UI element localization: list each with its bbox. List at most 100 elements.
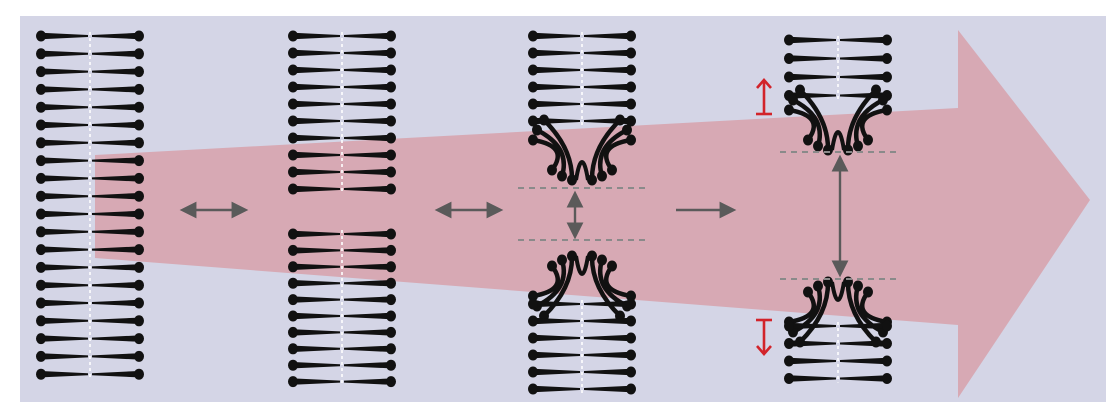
lipid-head-right: [134, 315, 144, 327]
stage-1-lipid-pair: [36, 368, 144, 380]
lipid-head-left: [528, 332, 538, 344]
lipid-tail-right: [92, 86, 139, 93]
stage-1-lipid-pair: [36, 190, 144, 202]
lipid-tail-left: [293, 168, 340, 176]
lipid-head-right: [386, 30, 396, 42]
stage-3-top-lipid-pair: [528, 64, 636, 76]
lipid-tail-right: [92, 228, 139, 235]
lipid-head-right: [386, 228, 396, 240]
lipid-tail-right: [92, 353, 139, 360]
lipid-tail-right: [840, 340, 887, 347]
lipid-tail-left: [789, 340, 836, 347]
lipid-tail-right: [92, 193, 139, 200]
lipid-head-right: [134, 297, 144, 309]
lipid-tail-left: [533, 32, 580, 40]
lipid-head: [557, 254, 567, 266]
lipid-head: [607, 164, 617, 176]
lipid-tail-left: [293, 362, 340, 369]
lipid-tail-right: [584, 300, 631, 308]
lipid-head-right: [882, 320, 892, 332]
lipid-tail-left: [293, 230, 340, 238]
stage-1-lipid-pair: [36, 66, 144, 78]
lipid-tail-right: [92, 32, 139, 40]
lipid-head-right: [134, 226, 144, 238]
stage-3-bottom-lipid-pair: [528, 366, 636, 378]
lipid-head-left: [528, 349, 538, 361]
lipid-tail-right: [344, 100, 391, 108]
lipid-head: [853, 280, 863, 292]
stage-3-bottom-lipid-pair: [528, 298, 636, 310]
lipid-tail-right: [840, 55, 887, 62]
lipid-head-right: [626, 115, 636, 127]
stage-4-top-lipid-pair: [784, 34, 892, 46]
lipid-tail-right: [344, 312, 391, 320]
stage-2-bottom-lipid-pair: [288, 326, 396, 338]
lipid-head: [532, 124, 542, 136]
lipid-head-left: [288, 294, 298, 306]
curved-lipid-tail: [845, 87, 879, 153]
lipid-head-right: [386, 81, 396, 93]
hairpin-lipid: [574, 160, 590, 181]
lipid-head-right: [626, 298, 636, 310]
lipid-head: [813, 280, 823, 292]
stage-1-lipid-pair: [36, 350, 144, 362]
lipid-tail-right: [344, 32, 391, 40]
lipid-tail-left: [533, 66, 580, 74]
lipid-head-left: [288, 64, 298, 76]
lipid-head: [528, 290, 538, 302]
lipid-tail-right: [840, 322, 887, 330]
lipid-tail-right: [344, 49, 391, 57]
stage-1-lipid-pair: [36, 244, 144, 256]
lipid-head-right: [134, 83, 144, 95]
lipid-head-left: [784, 355, 794, 367]
lipid-head-right: [386, 47, 396, 59]
lipid-head-left: [288, 132, 298, 144]
lipid-head-right: [386, 343, 396, 355]
lipid-tail-left: [533, 49, 580, 57]
lipid-tail-right: [344, 362, 391, 369]
lipid-head-right: [882, 355, 892, 367]
accent-arrow-head: [756, 78, 772, 89]
lipid-tail-right: [344, 66, 391, 74]
lipid-head-right: [386, 98, 396, 110]
lipid-head-right: [134, 244, 144, 256]
lipid-tail-left: [293, 345, 340, 352]
lipid-tail-left: [41, 32, 88, 40]
lipid-tail-left: [789, 73, 836, 81]
lipid-tail-right: [584, 385, 631, 393]
stage-2-bottom-lipid-pair: [288, 294, 396, 306]
lipid-tail-left: [293, 66, 340, 74]
lipid-head: [882, 104, 892, 116]
lipid-tail-left: [533, 300, 580, 308]
lipid-head-left: [36, 172, 46, 184]
lipid-tail-left: [293, 312, 340, 320]
lipid-tail-right: [344, 345, 391, 352]
lipid-head-left: [36, 333, 46, 345]
lipid-tail-left: [293, 263, 340, 270]
lipid-tail-right: [92, 335, 139, 342]
stage-1-lipid-pair: [36, 30, 144, 42]
hairpin-lipid: [830, 281, 846, 302]
lipid-head-right: [134, 279, 144, 291]
lipid-tail-left: [293, 378, 340, 385]
lipid-head: [878, 94, 888, 106]
lipid-head: [539, 114, 549, 126]
lipid-tail-right: [92, 299, 139, 307]
lipid-tail-left: [41, 121, 88, 129]
stage-3-bottom-lipid-pair: [528, 315, 636, 327]
lipid-head-right: [386, 149, 396, 161]
lipid-head-left: [528, 64, 538, 76]
lipid-head: [795, 84, 805, 96]
lipid-tail-right: [92, 50, 139, 57]
stage-3-top-lipid-pair: [528, 98, 636, 110]
stage-3-top-lipid-pair: [528, 81, 636, 93]
lipid-head: [597, 170, 607, 182]
lipid-tail-left: [293, 280, 340, 287]
lipid-tail-right: [92, 246, 139, 253]
lipid-head-left: [288, 115, 298, 127]
stage-2-top-lipid-pair: [288, 64, 396, 76]
lipid-head-right: [134, 368, 144, 380]
stage-1-lipid-pair: [36, 137, 144, 149]
